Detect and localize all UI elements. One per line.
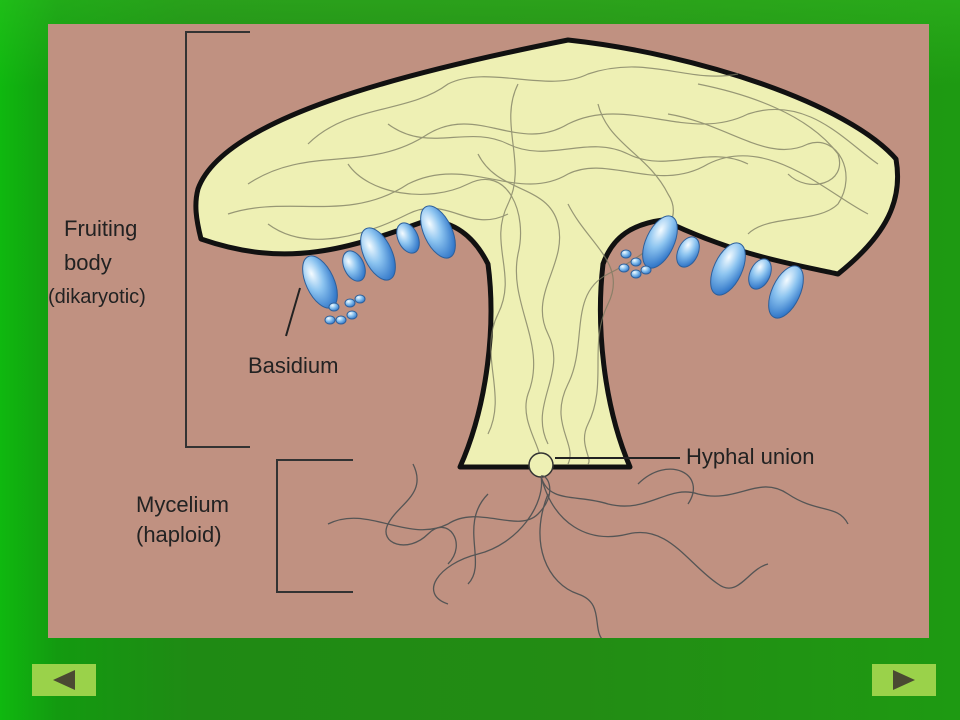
diagram-panel: Fruiting body (dikaryotic) Basidium Hyph… — [48, 24, 929, 638]
label-fruiting-body-line3: (dikaryotic) — [48, 286, 146, 308]
previous-slide-button[interactable] — [32, 664, 96, 696]
label-mycelium-line2: (haploid) — [136, 522, 222, 547]
triangle-right-icon — [893, 670, 915, 690]
triangle-left-icon — [53, 670, 75, 690]
basidia-right — [618, 215, 804, 319]
mushroom-life-cycle-diagram — [185, 31, 901, 638]
pointer-lines — [285, 287, 680, 459]
basidia-left — [302, 205, 456, 325]
mycelium-threads — [327, 463, 849, 638]
label-mycelium-line1: Mycelium — [136, 492, 229, 517]
label-fruiting-body-line2: body — [64, 250, 112, 275]
next-slide-button[interactable] — [872, 664, 936, 696]
label-fruiting-body-line1: Fruiting — [64, 216, 138, 241]
hyphae-threads — [227, 66, 879, 465]
label-hyphal-union: Hyphal union — [686, 444, 815, 469]
label-basidium: Basidium — [248, 353, 339, 378]
label-brackets — [185, 31, 353, 593]
hyphal-union-knot — [528, 452, 554, 478]
fruiting-body-shape — [193, 37, 901, 470]
